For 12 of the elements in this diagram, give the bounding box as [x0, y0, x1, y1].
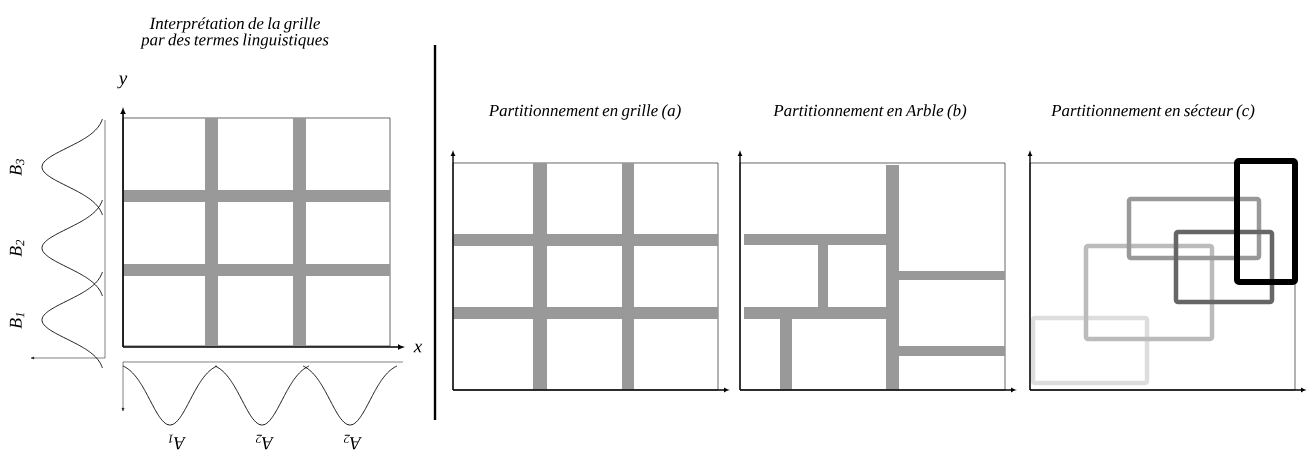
membership-label: A$_{2}$	[255, 434, 274, 450]
panel-heading: Partitionnement en sécteur (c)	[1051, 104, 1255, 120]
membership-label: B$_{1}$	[9, 313, 25, 329]
membership-label: B$_{3}$	[9, 159, 25, 176]
panel-heading: Partitionnement en grille (a)	[488, 104, 681, 120]
membership-label: B$_{2}$	[9, 239, 25, 257]
axis-label: x	[413, 343, 423, 353]
membership-label: A$_{2}$	[343, 434, 362, 450]
panel-heading: Interprétation de la grille par des termes linguistiques	[140, 17, 329, 49]
panel-heading: Partitionnement en Arble (b)	[773, 104, 967, 120]
axis-label: y	[117, 75, 128, 89]
membership-label: A$_{1}$	[169, 434, 186, 450]
